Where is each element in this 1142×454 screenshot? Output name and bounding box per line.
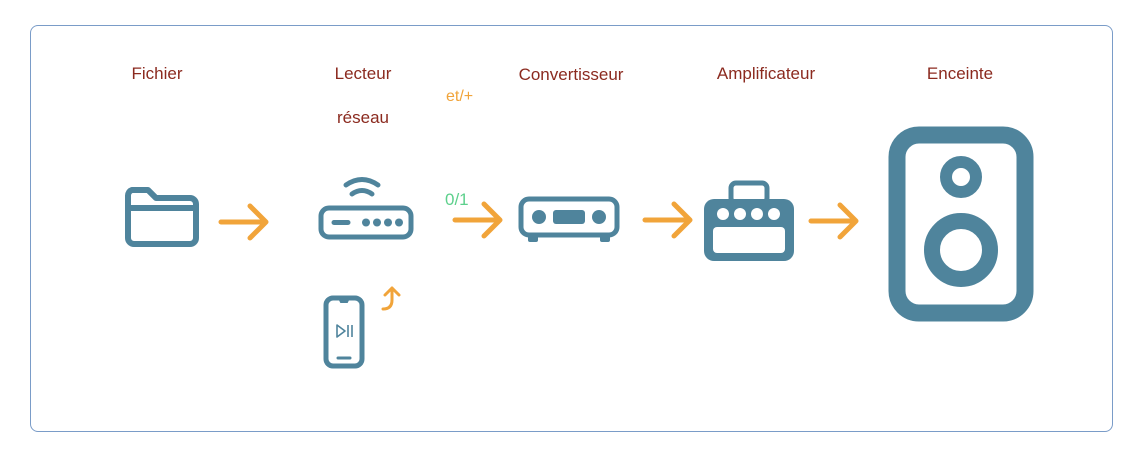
label-fichier: Fichier bbox=[131, 64, 183, 83]
amplifier-icon bbox=[704, 180, 794, 261]
label-convertisseur: Convertisseur bbox=[518, 65, 624, 84]
wifi-router-icon bbox=[318, 177, 414, 240]
speaker-icon bbox=[888, 126, 1034, 322]
digital-note: 0/1 bbox=[445, 190, 469, 209]
analog-note: et/+ bbox=[446, 88, 474, 105]
label-amplificateur: Amplificateur bbox=[716, 64, 816, 83]
arrow-icon bbox=[452, 201, 503, 239]
upload-arrow-icon bbox=[381, 286, 401, 311]
label-reseau: réseau bbox=[337, 108, 389, 127]
arrow-icon bbox=[808, 202, 859, 240]
dac-icon bbox=[518, 196, 620, 242]
label-enceinte: Enceinte bbox=[926, 64, 994, 83]
label-lecteur: Lecteur bbox=[334, 64, 392, 83]
arrow-icon bbox=[218, 203, 269, 241]
diagram-frame bbox=[30, 25, 1113, 432]
arrow-icon bbox=[642, 201, 693, 239]
folder-icon bbox=[125, 187, 199, 247]
smartphone-play-pause-icon bbox=[323, 295, 365, 369]
